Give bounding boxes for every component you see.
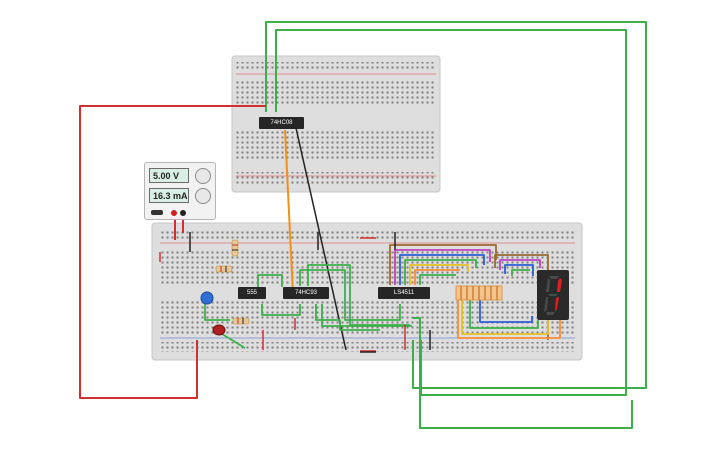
voltage-knob[interactable] (195, 168, 211, 184)
resistor-array[interactable] (455, 285, 503, 301)
resistor[interactable] (231, 239, 239, 257)
resistor[interactable] (215, 265, 233, 273)
current-display: 16.3 mA (149, 188, 189, 203)
chip-label: LS4511 (393, 290, 415, 296)
chip-74hc93[interactable]: 74HC93 (283, 287, 329, 299)
terminal-positive[interactable] (171, 210, 177, 216)
wires-red-jumpers[interactable] (159, 237, 406, 352)
capacitor[interactable] (200, 291, 214, 305)
chip-74hc08[interactable]: 74HC08 (259, 117, 304, 129)
chip-555[interactable]: 555 (238, 287, 266, 299)
chip-label: 555 (246, 290, 257, 296)
bottom-breadboard[interactable] (151, 222, 583, 361)
chip-label: 74HC93 (294, 290, 317, 296)
top-breadboard[interactable] (231, 55, 441, 193)
led[interactable] (212, 324, 226, 336)
resistor[interactable] (232, 317, 250, 325)
chip-ls4511[interactable]: LS4511 (378, 287, 430, 299)
wire-orange[interactable] (284, 129, 294, 296)
seven-segment-display[interactable]: 1 (537, 270, 569, 320)
wire-black[interactable] (295, 127, 347, 351)
wires-display[interactable] (389, 244, 561, 340)
chip-label: 74HC08 (270, 120, 293, 126)
power-switch[interactable] (151, 210, 163, 215)
wires-black-jumpers[interactable] (189, 232, 431, 353)
wires-green-long[interactable] (265, 21, 647, 429)
terminal-negative[interactable] (180, 210, 186, 216)
current-knob[interactable] (195, 188, 211, 204)
voltage-display: 5.00 V (149, 168, 189, 183)
wires-green-board[interactable] (204, 264, 412, 349)
seven-segment-digit (544, 276, 562, 315)
power-supply[interactable]: 5.00 V 16.3 mA (144, 162, 216, 220)
